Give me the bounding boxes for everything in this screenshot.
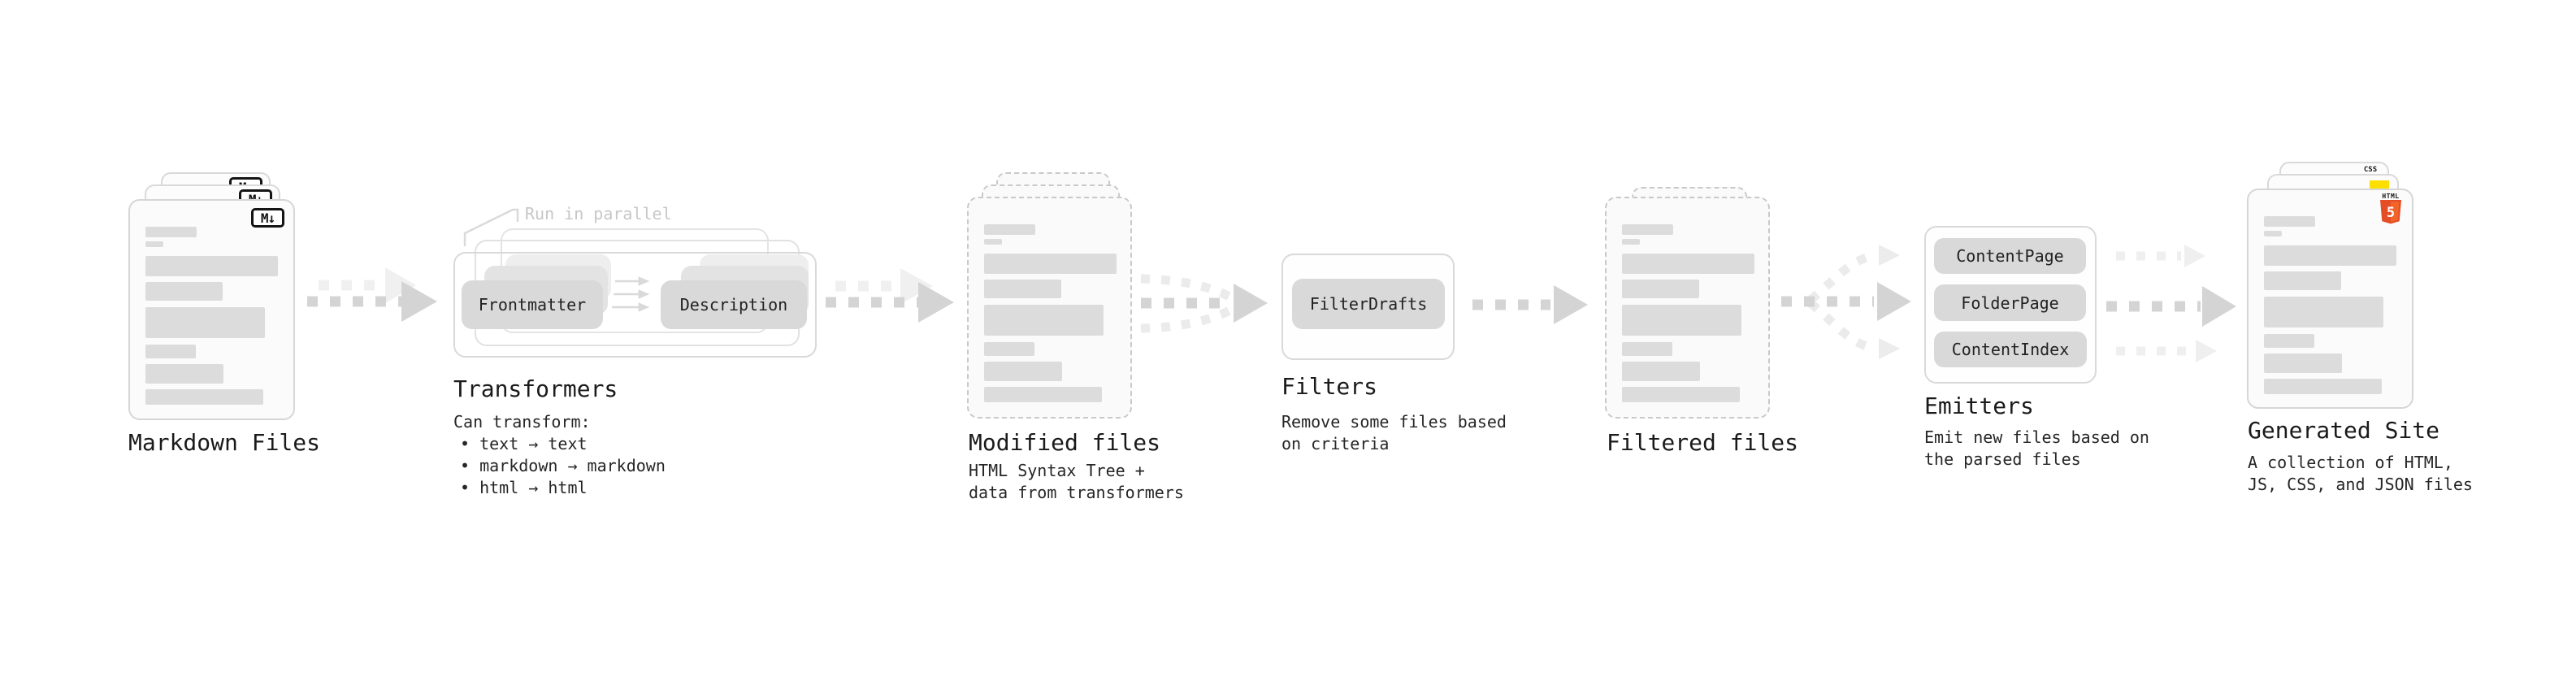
placeholder-text-bar [984, 239, 1002, 245]
placeholder-text-bar [145, 282, 223, 301]
transformer-description-pill: Description [661, 280, 807, 329]
filters-desc: Remove some files based on criteria [1281, 412, 1507, 453]
placeholder-text-bar [2264, 354, 2342, 373]
arrow-modified-to-filters-converge [1140, 274, 1268, 333]
bullet-item: • html → html [460, 478, 588, 497]
html5-icon-label: HTML [2382, 193, 2400, 200]
transformers-desc-heading: Can transform: [453, 412, 591, 432]
placeholder-text-bar [2264, 379, 2382, 394]
arrow-filters-to-filtered [1472, 285, 1588, 324]
placeholder-text-bar [984, 254, 1117, 274]
bullet-item: • text → text [460, 434, 588, 453]
arrow-markdown-to-transformers [307, 267, 437, 322]
section-title-generated-site: Generated Site [2248, 417, 2440, 444]
placeholder-text-bar [145, 241, 163, 247]
section-title-transformers: Transformers [453, 375, 618, 402]
modified-files-desc: HTML Syntax Tree + data from transformer… [969, 461, 1184, 502]
run-in-parallel-annotation: Run in parallel [525, 204, 672, 223]
bullet-item: • markdown → markdown [460, 456, 666, 475]
emitter-content-page-pill: ContentPage [1934, 238, 2086, 274]
placeholder-text-bar [145, 227, 197, 237]
section-title-markdown-files: Markdown Files [128, 429, 321, 456]
markdown-file-card: M↓ [128, 199, 295, 420]
transformers-bullet-list: • text → text • markdown → markdown • ht… [460, 433, 666, 499]
transformer-container-front [453, 252, 817, 358]
placeholder-text-bar [1622, 254, 1754, 274]
arrow-emitters-to-site [2106, 245, 2236, 362]
transformer-frontmatter-pill: Frontmatter [462, 280, 603, 329]
placeholder-text-bar [984, 342, 1034, 356]
html5-shield: 5 [2380, 200, 2401, 224]
placeholder-text-bar [145, 307, 265, 338]
placeholder-text-bar [984, 362, 1062, 381]
css-icon-label: CSS [2363, 166, 2378, 174]
section-title-filtered-files: Filtered files [1607, 429, 1799, 456]
placeholder-text-bar [984, 387, 1102, 402]
placeholder-text-bar [145, 256, 278, 276]
emitter-folder-page-pill: FolderPage [1934, 284, 2086, 321]
placeholder-text-bar [1622, 362, 1700, 381]
section-title-modified-files: Modified files [969, 429, 1161, 456]
arrow-transformers-to-modified [826, 268, 954, 323]
emitter-content-index-pill: ContentIndex [1934, 332, 2087, 367]
placeholder-text-bar [1622, 342, 1672, 356]
placeholder-text-bar [145, 364, 223, 384]
placeholder-text-bar [2264, 271, 2341, 290]
placeholder-text-bar [984, 280, 1061, 298]
svg-text:5: 5 [2387, 205, 2395, 221]
markdown-icon: M↓ [251, 208, 284, 228]
placeholder-text-bar [2264, 216, 2315, 227]
placeholder-text-bar [2264, 245, 2396, 266]
filter-drafts-pill: FilterDrafts [1292, 279, 1445, 329]
placeholder-text-bar [1622, 387, 1740, 402]
placeholder-text-bar [145, 389, 263, 405]
generated-html-file-card: HTML 5 [2247, 189, 2413, 409]
section-title-emitters: Emitters [1924, 393, 2034, 419]
placeholder-text-bar [984, 224, 1035, 235]
placeholder-text-bar [1622, 239, 1640, 245]
placeholder-text-bar [1622, 305, 1741, 336]
generated-site-desc: A collection of HTML, JS, CSS, and JSON … [2248, 453, 2473, 494]
placeholder-text-bar [1622, 224, 1673, 235]
arrow-filtered-to-emitters-diverge [1781, 245, 1911, 359]
placeholder-text-bar [1622, 280, 1699, 298]
placeholder-text-bar [2264, 231, 2282, 236]
placeholder-text-bar [984, 305, 1104, 336]
section-title-filters: Filters [1281, 373, 1378, 400]
emitters-desc: Emit new files based on the parsed files [1924, 427, 2149, 469]
placeholder-text-bar [145, 345, 196, 358]
html5-icon: HTML 5 [2379, 193, 2402, 228]
placeholder-text-bar [2264, 334, 2314, 348]
modified-file-card [967, 197, 1132, 419]
placeholder-text-bar [2264, 297, 2383, 327]
filtered-file-card [1605, 197, 1770, 419]
